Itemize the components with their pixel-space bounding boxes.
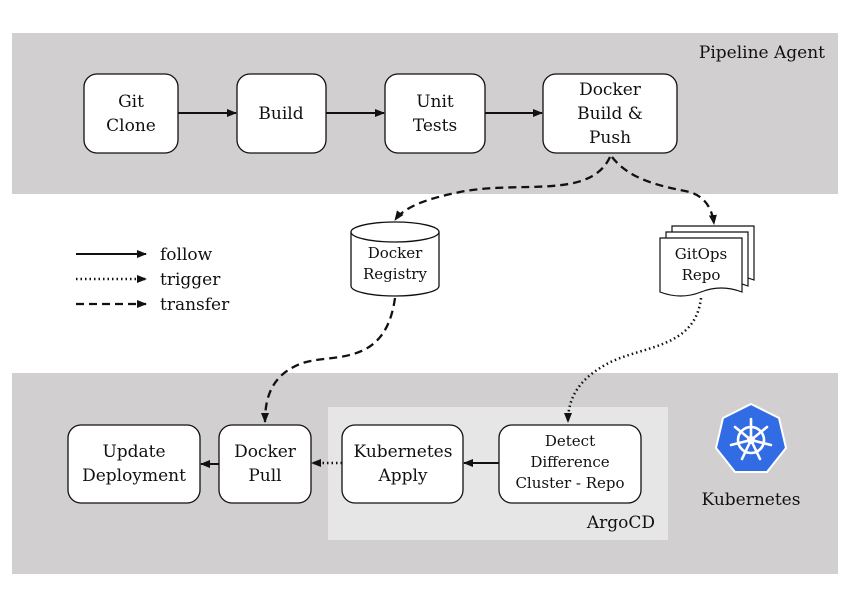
step-label: Pull [248, 466, 281, 486]
kubernetes-title: Kubernetes [702, 490, 801, 510]
step-label: Build [258, 104, 303, 124]
legend-transfer-label: transfer [160, 295, 230, 315]
gitops-label: GitOps [675, 245, 727, 263]
step-label: Unit [416, 92, 454, 112]
kubernetes-logo [714, 402, 788, 473]
step-label: Apply [377, 466, 427, 486]
step-label: Difference [530, 453, 609, 471]
step-label: Build & [577, 104, 643, 124]
legend-follow-label: follow [160, 245, 213, 265]
step-label: Update [102, 442, 165, 462]
registry-label: Docker [368, 244, 423, 262]
arrow-transfer-to-docker-pull [261, 297, 397, 423]
step-label: Tests [413, 116, 457, 136]
registry-label: Registry [363, 265, 427, 283]
argocd-title: ArgoCD [586, 513, 655, 533]
legend-trigger-label: trigger [160, 270, 221, 290]
step-build: Build [236, 73, 327, 154]
legend: follow trigger transfer [76, 245, 230, 315]
svg-text:Build: Build [258, 104, 303, 124]
step-label: Detect [545, 432, 595, 450]
arrow-transfer-to-registry [394, 156, 612, 221]
step-label: Clone [106, 116, 156, 136]
step-label: Git [118, 92, 144, 112]
step-label: Cluster - Repo [515, 474, 624, 492]
step-label: Kubernetes [354, 442, 453, 462]
gitops-label: Repo [682, 266, 721, 284]
step-label: Docker [234, 442, 297, 462]
step-label: Docker [579, 80, 642, 100]
pipeline-agent-title: Pipeline Agent [699, 43, 825, 63]
step-label: Deployment [82, 466, 186, 486]
step-label: Push [589, 128, 631, 148]
